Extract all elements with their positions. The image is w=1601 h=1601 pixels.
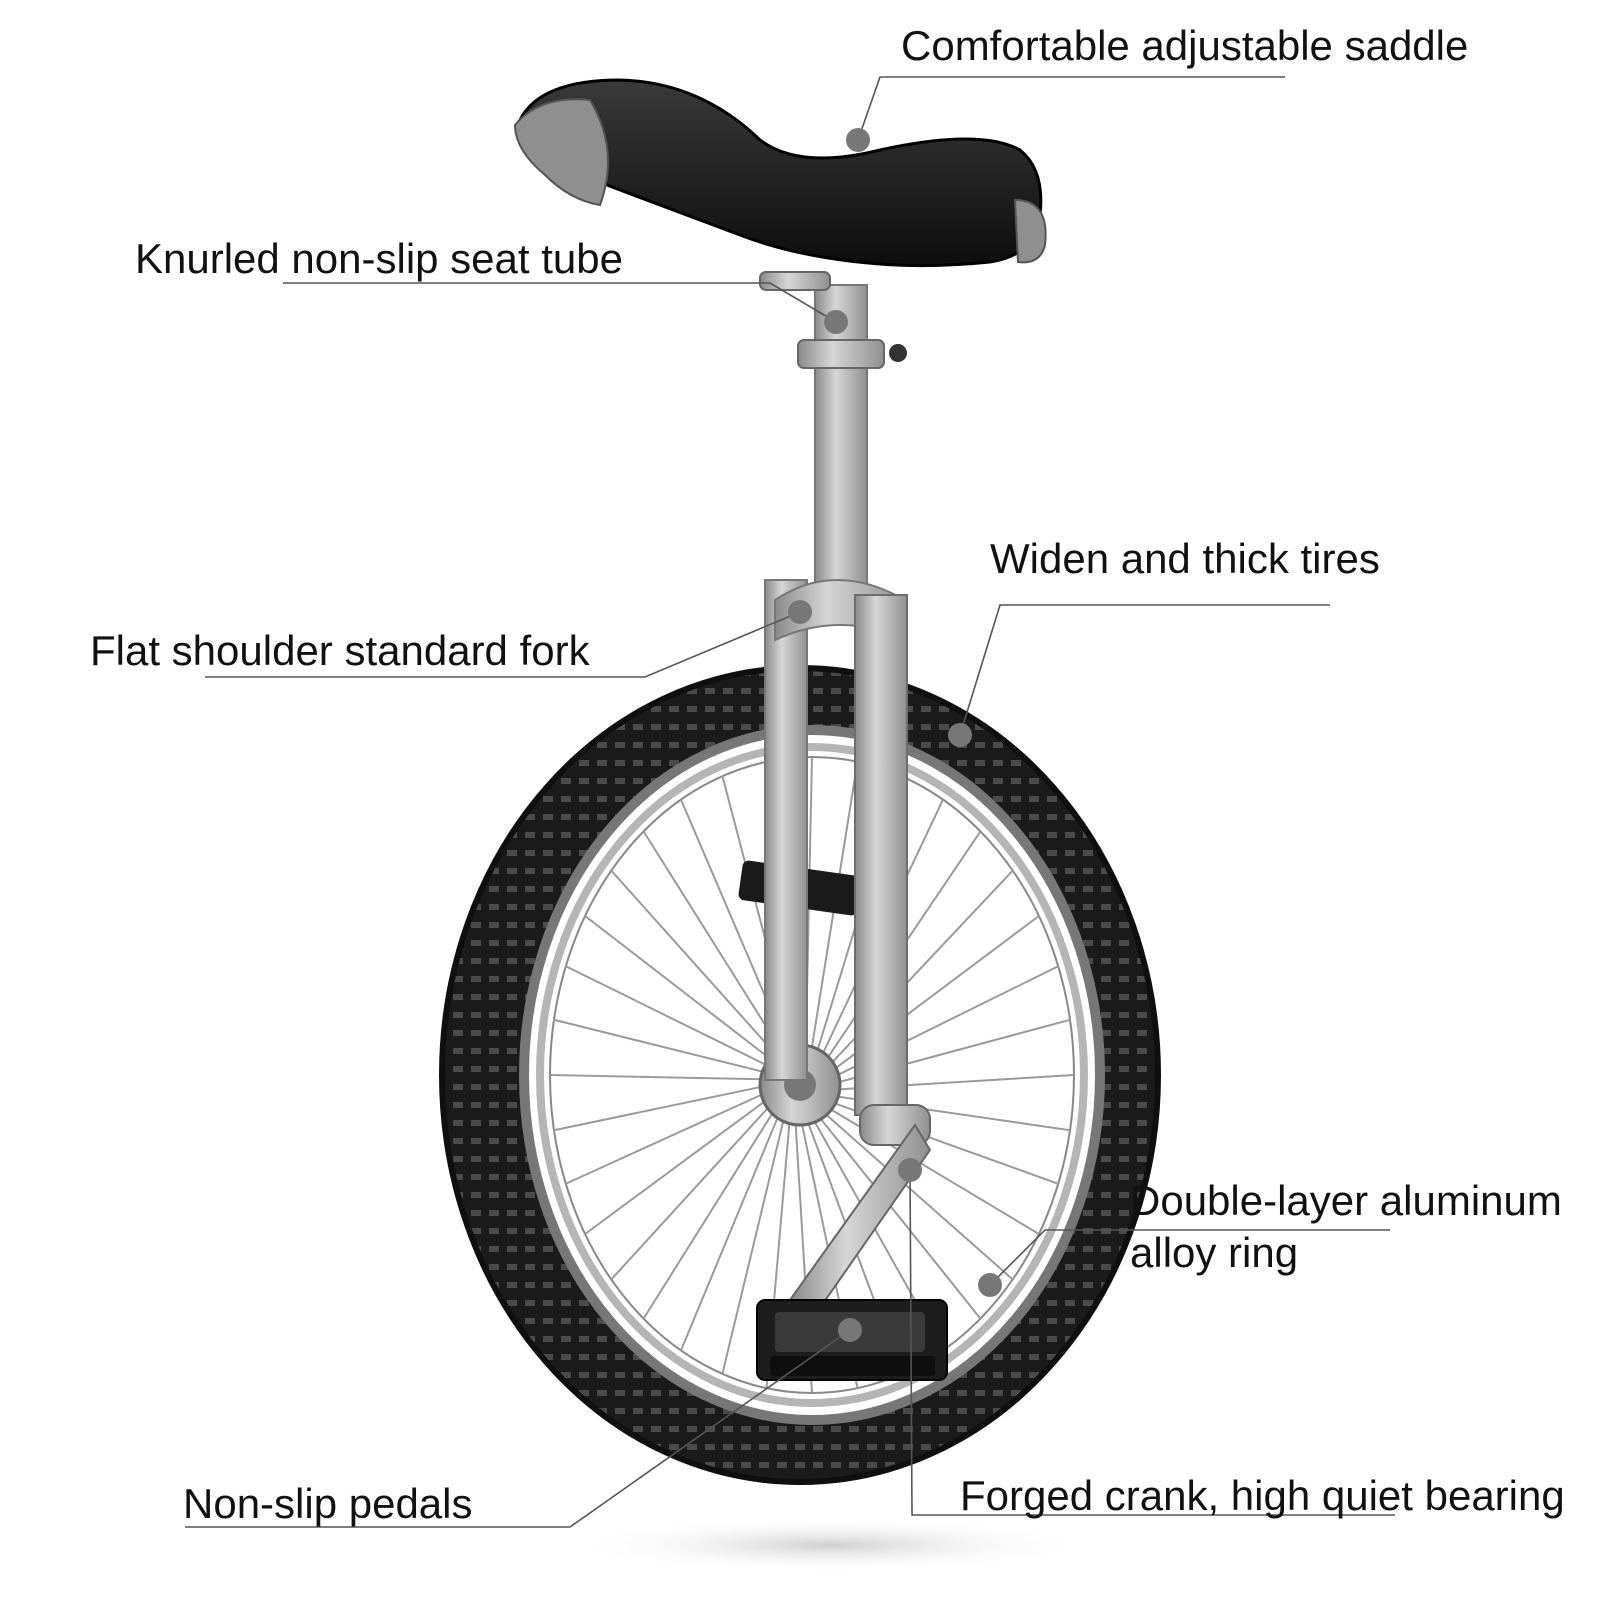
spoke bbox=[565, 1086, 779, 1185]
leader-lines bbox=[185, 76, 1395, 1528]
leader-rim bbox=[989, 1229, 1390, 1286]
spoke bbox=[553, 1082, 779, 1132]
marker-seat-tube bbox=[824, 310, 848, 334]
saddle-label: Comfortable adjustable saddle bbox=[901, 22, 1469, 69]
crank-label: Forged crank, high quiet bearing bbox=[960, 1472, 1565, 1519]
leader-pedals bbox=[185, 1329, 851, 1528]
rim-label-line-2: alloy ring bbox=[1130, 1229, 1299, 1276]
spoke bbox=[808, 1104, 982, 1320]
leader-seat-tube bbox=[283, 282, 837, 323]
marker-crank bbox=[898, 1158, 922, 1182]
spoke bbox=[584, 1090, 780, 1235]
leader-crank bbox=[909, 1169, 1395, 1516]
spoke bbox=[808, 761, 859, 1066]
rim-label: Double-layer aluminum alloy ring bbox=[1130, 1175, 1562, 1279]
seat-tube-label: Knurled non-slip seat tube bbox=[135, 235, 623, 282]
spoke bbox=[642, 1097, 783, 1320]
tires-label: Widen and thick tires bbox=[990, 535, 1380, 582]
spoke bbox=[553, 1018, 781, 1077]
spoke bbox=[812, 1102, 1014, 1281]
marker-pedals bbox=[838, 1318, 862, 1342]
leader-saddle bbox=[857, 76, 1285, 141]
fork-leg-back bbox=[764, 579, 808, 1081]
marker-dots bbox=[788, 128, 1002, 1342]
spoke bbox=[565, 965, 783, 1074]
marker-rim bbox=[978, 1273, 1002, 1297]
ground-shadow bbox=[570, 1517, 1090, 1573]
spoke bbox=[815, 1099, 1040, 1235]
leader-fork bbox=[205, 611, 801, 678]
marker-saddle bbox=[846, 128, 870, 152]
spoke bbox=[680, 1100, 786, 1351]
marker-fork bbox=[788, 600, 812, 624]
rim-label-line-1: Double-layer aluminum bbox=[1130, 1177, 1562, 1224]
fork-leg-front bbox=[854, 594, 908, 1116]
spoke bbox=[610, 1093, 781, 1281]
spoke bbox=[721, 1102, 789, 1375]
saddle bbox=[513, 78, 1047, 268]
marker-tires bbox=[948, 723, 972, 747]
fork-label: Flat shoulder standard fork bbox=[90, 627, 590, 674]
spoke bbox=[549, 1074, 779, 1081]
leader-tires bbox=[959, 604, 1330, 736]
spoke bbox=[584, 915, 785, 1071]
spoke bbox=[819, 869, 1014, 1077]
crank bbox=[788, 1104, 932, 1317]
seat-post bbox=[759, 271, 907, 596]
pedals-label: Non-slip pedals bbox=[183, 1480, 473, 1527]
spoke bbox=[610, 869, 788, 1068]
